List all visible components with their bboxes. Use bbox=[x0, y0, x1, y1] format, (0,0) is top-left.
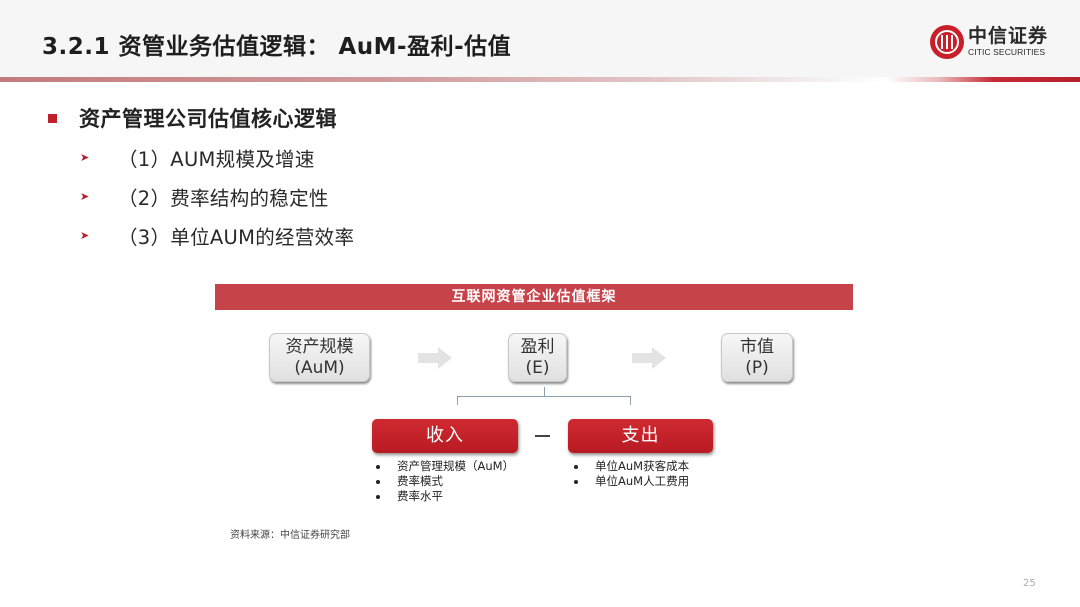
header-divider bbox=[0, 77, 1080, 82]
right-arrow-icon bbox=[418, 347, 454, 369]
sub-bullet-text: （3）单位AUM的经营效率 bbox=[118, 226, 355, 249]
list-item: 单位AuM获客成本 bbox=[570, 459, 689, 474]
flow-box-line2: (P) bbox=[745, 358, 769, 378]
minus-operator bbox=[535, 435, 550, 437]
income-box: 收入 bbox=[372, 419, 518, 453]
logo-english-name: CITIC SECURITIES bbox=[968, 47, 1046, 58]
arrowhead-bullet-icon: ➤ bbox=[80, 228, 90, 242]
right-arrow-icon bbox=[632, 347, 668, 369]
flow-box-market-value: 市值 (P) bbox=[721, 333, 793, 382]
flow-box-line1: 盈利 bbox=[520, 337, 555, 357]
slide-title: 3.2.1 资管业务估值逻辑： AuM-盈利-估值 bbox=[42, 34, 512, 60]
citic-logo-icon bbox=[930, 25, 964, 59]
sub-bullet-3: ➤ （3）单位AUM的经营效率 bbox=[80, 221, 354, 250]
expense-box: 支出 bbox=[568, 419, 713, 453]
arrowhead-bullet-icon: ➤ bbox=[80, 189, 90, 203]
list-item: 费率水平 bbox=[372, 489, 514, 504]
slide-header: 3.2.1 资管业务估值逻辑： AuM-盈利-估值 中信证券 CITIC SEC… bbox=[0, 0, 1080, 80]
page-number: 25 bbox=[1023, 578, 1036, 589]
citic-logo: 中信证券 CITIC SECURITIES bbox=[930, 22, 1048, 62]
flow-box-line1: 市值 bbox=[740, 337, 774, 357]
flow-box-line2: (E) bbox=[525, 358, 550, 378]
flow-box-earnings: 盈利 (E) bbox=[508, 333, 567, 382]
list-item: 资产管理规模（AuM） bbox=[372, 459, 514, 474]
logo-chinese-name: 中信证券 bbox=[968, 25, 1049, 48]
sub-bullet-2: ➤ （2）费率结构的稳定性 bbox=[80, 182, 329, 211]
sub-bullet-text: （2）费率结构的稳定性 bbox=[118, 187, 329, 210]
source-note: 资料来源：中信证券研究部 bbox=[230, 530, 350, 541]
diagram-banner: 互联网资管企业估值框架 bbox=[215, 284, 853, 310]
sub-bullet-1: ➤ （1）AUM规模及增速 bbox=[80, 143, 315, 172]
sub-bullet-text: （1）AUM规模及增速 bbox=[118, 148, 315, 171]
income-items-list: 资产管理规模（AuM） 费率模式 费率水平 bbox=[372, 459, 514, 504]
bracket-stem bbox=[544, 387, 545, 396]
list-item: 费率模式 bbox=[372, 474, 514, 489]
list-item: 单位AuM人工费用 bbox=[570, 474, 689, 489]
main-bullet: 资产管理公司估值核心逻辑 bbox=[48, 103, 337, 133]
square-bullet-icon bbox=[48, 113, 57, 123]
main-bullet-text: 资产管理公司估值核心逻辑 bbox=[79, 107, 337, 131]
flow-box-line2: (AuM) bbox=[294, 358, 345, 378]
bracket-connector bbox=[457, 396, 631, 405]
arrowhead-bullet-icon: ➤ bbox=[80, 150, 90, 164]
flow-box-line1: 资产规模 bbox=[285, 337, 354, 357]
flow-box-aum: 资产规模 (AuM) bbox=[269, 333, 370, 382]
expense-items-list: 单位AuM获客成本 单位AuM人工费用 bbox=[570, 459, 689, 489]
